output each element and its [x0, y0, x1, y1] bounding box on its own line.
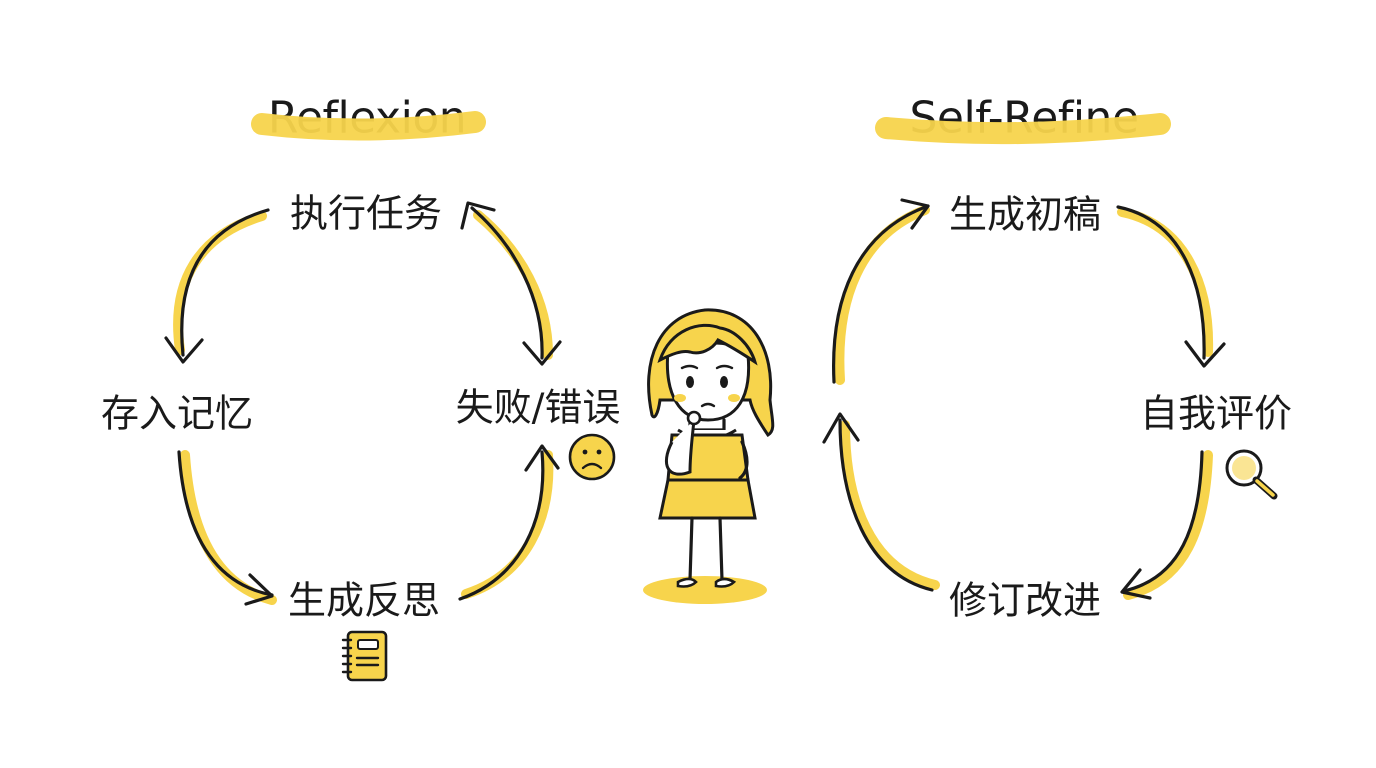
- arrow-draft-to-critique: [1116, 205, 1226, 368]
- arrow-execute-to-memory: [164, 208, 270, 364]
- arrow-memory-to-reflection: [177, 450, 277, 606]
- magnifier-icon: [1225, 449, 1278, 500]
- reflexion-title-highlight: [251, 111, 486, 141]
- node-revise-improve: 修订改进: [948, 578, 1102, 623]
- arrow-execute-failure-bidirectional: [460, 201, 562, 366]
- arrow-revise-to-draft: [822, 198, 940, 592]
- arrow-critique-to-revise: [1120, 450, 1213, 600]
- node-failure-error: 失败/错误: [455, 385, 621, 430]
- node-generate-draft: 生成初稿: [948, 192, 1102, 237]
- node-execute-task: 执行任务: [289, 191, 443, 236]
- thinking-girl-illustration: [643, 308, 775, 604]
- notebook-icon: [341, 630, 388, 682]
- node-store-memory: 存入记忆: [100, 391, 254, 436]
- node-generate-reflection: 生成反思: [287, 578, 441, 623]
- node-self-evaluate: 自我评价: [1139, 391, 1293, 436]
- sad-face-icon: [568, 433, 616, 481]
- self-refine-title-highlight: [875, 113, 1171, 145]
- arrow-reflection-to-failure: [458, 444, 560, 601]
